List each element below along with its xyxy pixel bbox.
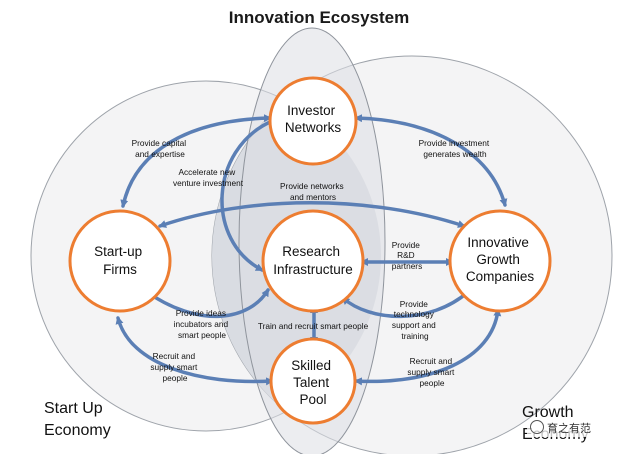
innovative-node-label: Innovative Growth Companies	[466, 235, 535, 284]
growth-economy-line1: Growth	[522, 404, 574, 421]
label-accelerate-investment: Accelerate new venture investment	[173, 167, 244, 188]
label-capital-expertise: Provide capital and expertise	[132, 138, 189, 159]
skilled-talent-node	[269, 337, 357, 425]
research-node-label: Research Infrastructure	[273, 244, 353, 277]
chat-bubble-icon	[530, 420, 544, 434]
startup-economy-line2: Economy	[44, 422, 111, 439]
watermark: 育之有范	[527, 419, 594, 437]
arrow-talent-innovative	[354, 308, 502, 386]
label-investment-wealth: Provide investment generates wealth	[419, 138, 492, 159]
startup-economy-label: Start Up Economy	[44, 398, 111, 442]
research-infrastructure-node	[261, 209, 365, 313]
label-recruit-left: Recruit and supply smart people	[150, 351, 199, 383]
label-ideas-incubators: Provide ideas incubators and smart peopl…	[174, 308, 231, 340]
startup-firms-node	[68, 209, 172, 313]
label-recruit-right: Recruit and supply smart people	[407, 356, 456, 388]
arrow-startup-talent	[115, 316, 274, 386]
arrow-investor-innovative	[354, 114, 508, 207]
label-networks-mentors: Provide networks and mentors	[280, 181, 346, 202]
investor-node-label: Investor Networks	[285, 103, 342, 135]
label-train-recruit: Train and recruit smart people	[258, 321, 369, 331]
diagram-title: Innovation Ecosystem	[228, 8, 410, 27]
arrow-investor-startup	[120, 114, 272, 208]
label-rd-partners: Provide R&D partners	[392, 240, 422, 271]
investor-networks-node	[268, 76, 358, 166]
startup-economy-line1: Start Up	[44, 400, 103, 417]
label-technology-support: Provide technology support and training	[392, 299, 438, 341]
watermark-text: 育之有范	[547, 423, 591, 435]
arrow-investor-research	[220, 120, 272, 272]
innovative-growth-node	[448, 209, 552, 313]
talent-node-label: Skilled Talent Pool	[291, 358, 335, 407]
arrow-startup-innovative	[158, 201, 466, 228]
startup-node-label: Start-up Firms	[94, 244, 146, 277]
